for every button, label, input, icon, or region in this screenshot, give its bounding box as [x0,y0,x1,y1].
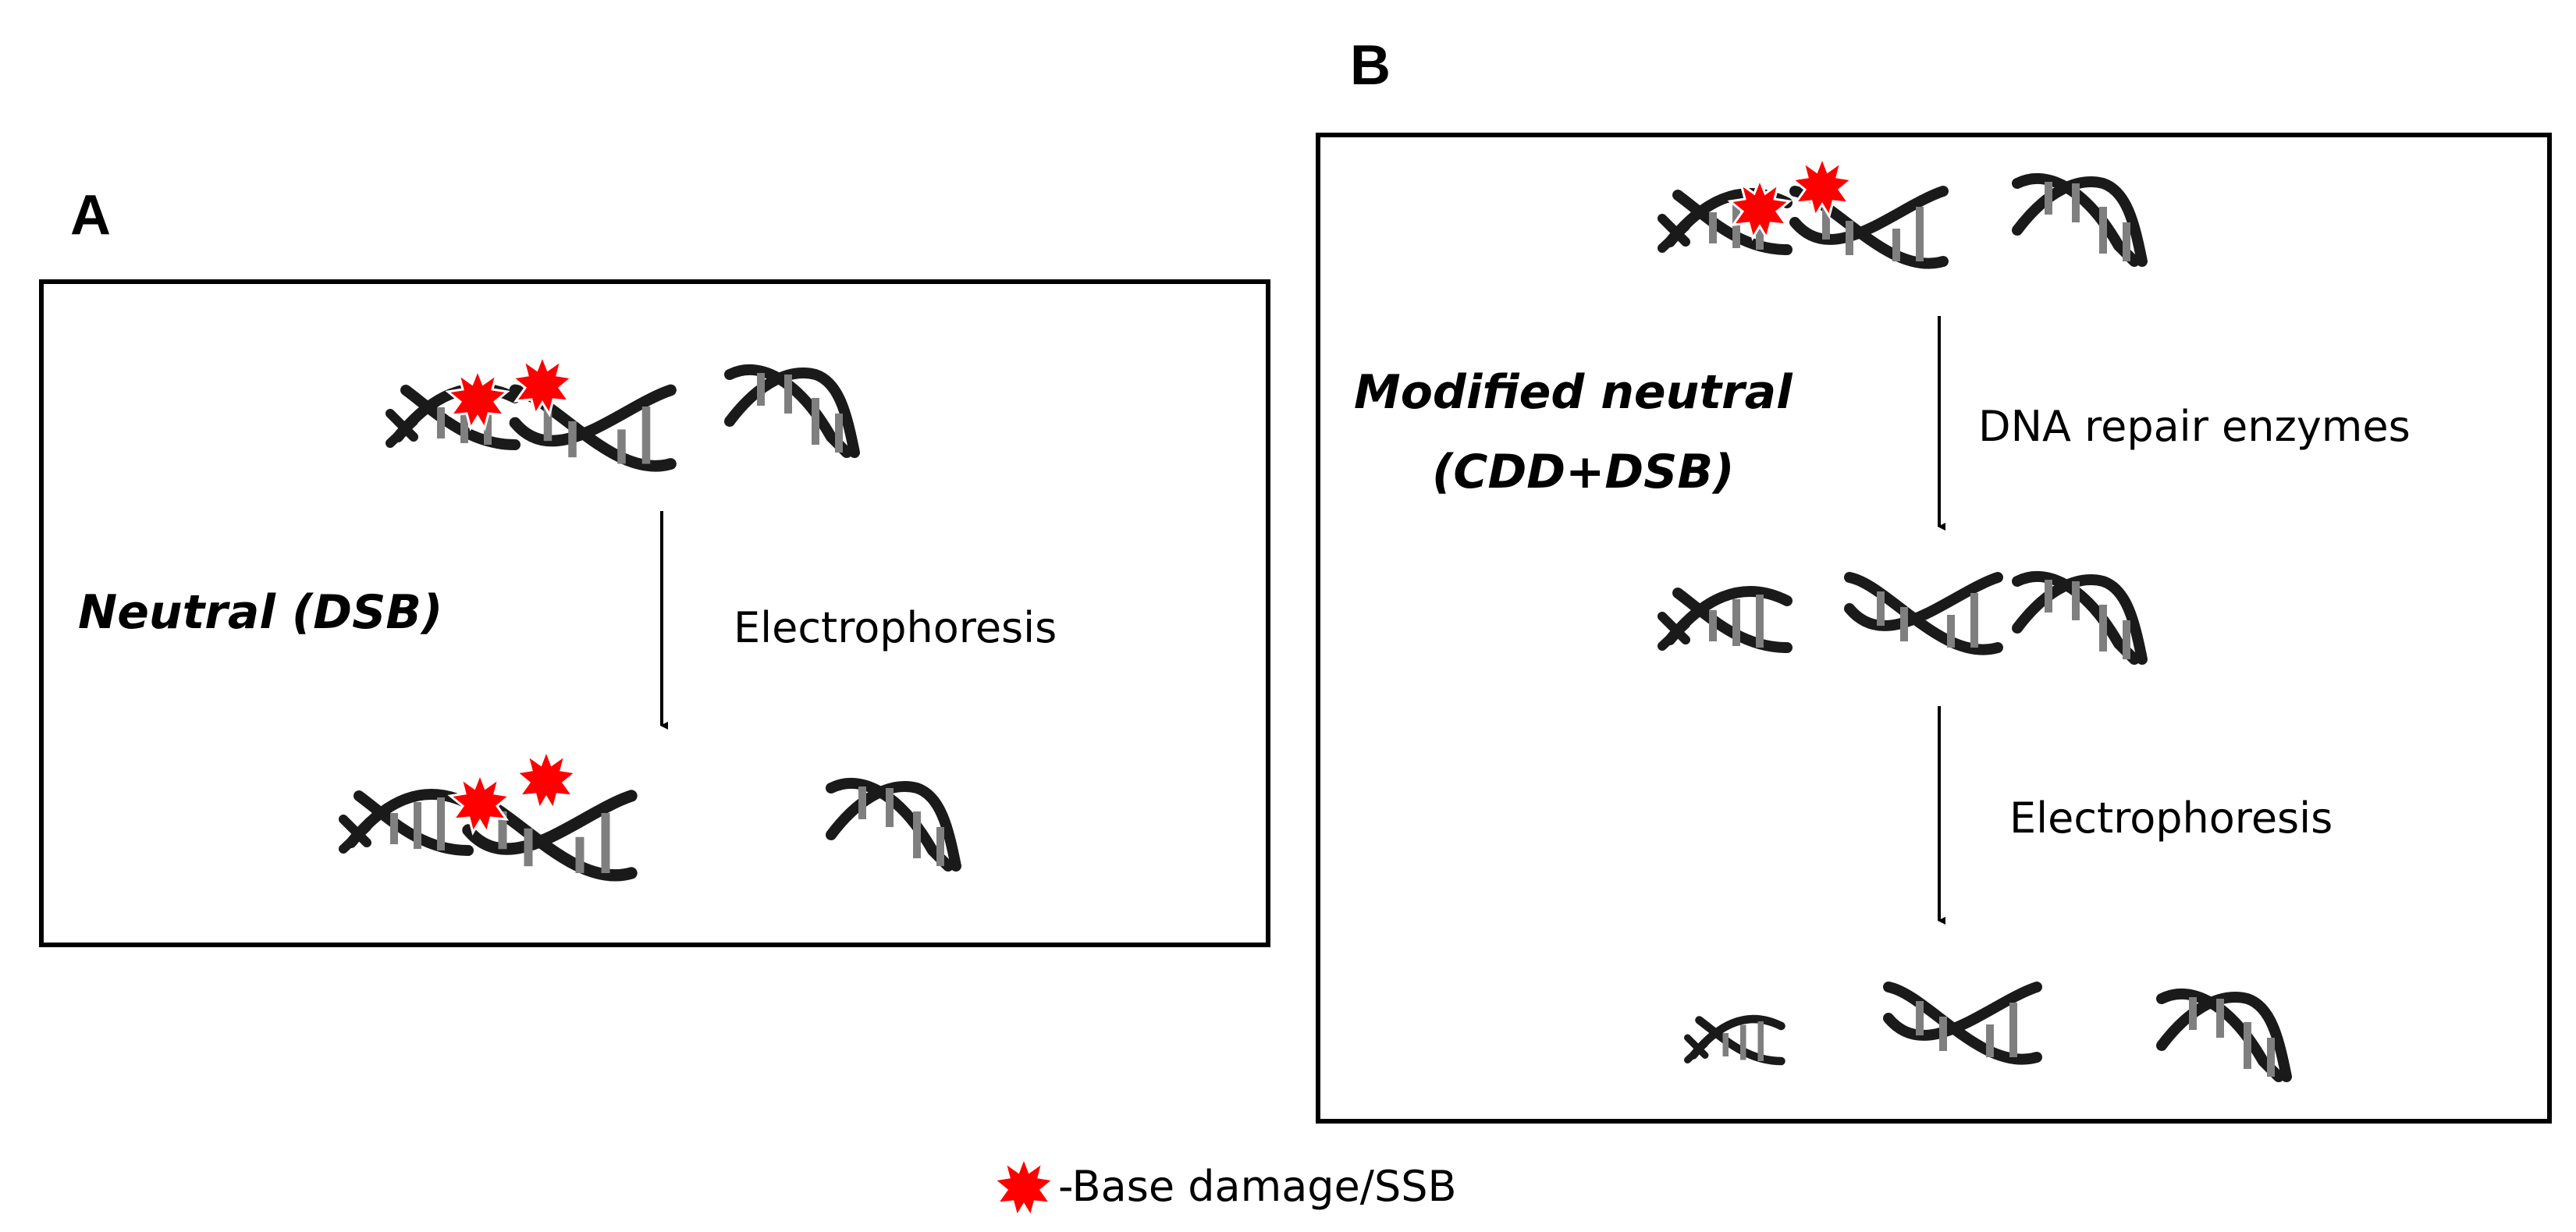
panel-a-method-label: Neutral (DSB) [78,585,443,640]
panel-b-method-label-line1: Modified neutral [1354,365,1793,420]
panel-b-letter: B [1350,34,1391,97]
panel-b-bottom-dna [1688,987,2287,1077]
legend-damage-star-icon [993,1156,1055,1218]
panel-a-letter: A [70,184,111,247]
damage-star-icon [515,749,577,811]
legend-label: -Base damage/SSB [1058,1162,1457,1211]
panel-b-middle-dna [1662,577,2142,659]
damage-star-icon [446,368,509,430]
panel-b-step2-label: Electrophoresis [2009,794,2333,843]
panel-a-top-dna [390,354,855,466]
panel-b-top-dna [1662,156,2142,264]
panel-b-step1-label: DNA repair enzymes [1978,402,2411,451]
panel-b-method-label-line2: (CDD+DSB) [1432,445,1735,499]
panel-a-step-label: Electrophoresis [734,603,1057,652]
panel-a-bottom-dna [343,749,956,875]
